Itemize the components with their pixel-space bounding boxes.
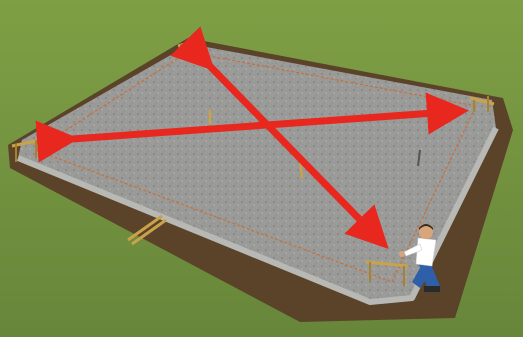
construction-scene xyxy=(0,0,523,337)
scene-illustration xyxy=(0,0,523,337)
